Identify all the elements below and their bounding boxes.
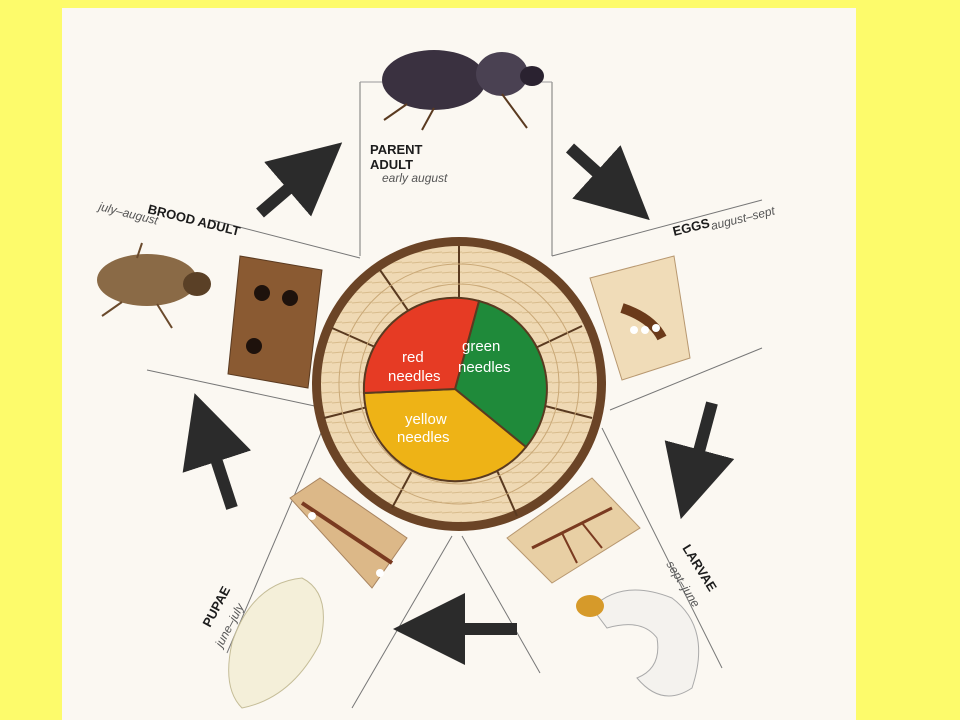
bark-beetle-icon xyxy=(382,50,544,131)
red-needles-slice xyxy=(362,296,481,395)
red-needles-label-2: needles xyxy=(388,368,441,385)
larvae-gallery-icon xyxy=(506,477,641,584)
parent-adult-title-2: ADULT xyxy=(370,157,413,172)
arrow-to-parent-adult xyxy=(256,142,343,218)
yellow-needles-label-1: yellow xyxy=(405,411,447,428)
needle-pie xyxy=(362,296,548,483)
yellow-needles-slice xyxy=(362,387,528,483)
life-cycle-diagram: red needles green needles yellow needles… xyxy=(95,50,777,709)
arrow-to-larvae xyxy=(664,401,735,520)
red-needles-label-1: red xyxy=(402,349,424,366)
green-needles-label-2: needles xyxy=(458,359,511,376)
green-needles-label-1: green xyxy=(462,338,500,355)
pupa-icon xyxy=(228,577,324,709)
brood-adult-title: BROOD ADULT xyxy=(146,201,241,238)
eggs-period: august–sept xyxy=(709,203,776,233)
green-needles-slice xyxy=(453,299,548,449)
arrow-to-brood-adult xyxy=(182,393,252,510)
egg-gallery-icon xyxy=(589,255,691,381)
exit-holes-icon xyxy=(227,255,323,389)
cycle-arrows xyxy=(182,142,735,665)
parent-adult-period: early august xyxy=(382,171,448,185)
parent-adult-title-1: PARENT xyxy=(370,142,423,157)
grub-larva-icon xyxy=(576,589,700,697)
yellow-needles-label-2: needles xyxy=(397,429,450,446)
arrow-to-eggs xyxy=(565,143,650,221)
pupae-gallery-icon xyxy=(289,477,408,589)
brood-beetle-icon xyxy=(97,242,211,329)
eggs-title: EGGS xyxy=(671,215,711,239)
diagram-canvas: red needles green needles yellow needles… xyxy=(62,8,856,720)
